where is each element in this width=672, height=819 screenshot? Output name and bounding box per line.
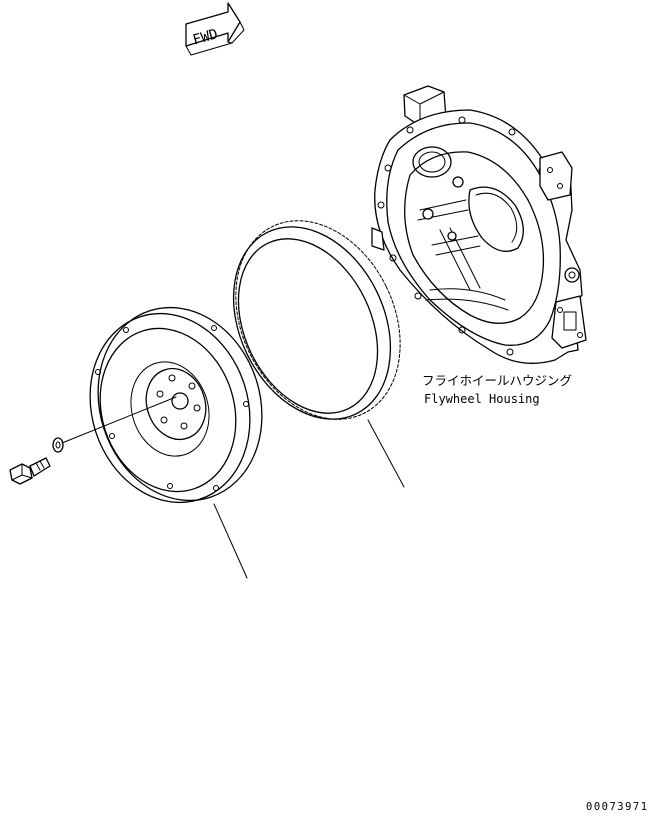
- fwd-label: FWD: [191, 26, 220, 48]
- assembly-line: [61, 396, 177, 444]
- fwd-arrow-icon: FWD: [185, 2, 245, 56]
- ring-gear: [232, 220, 401, 420]
- bolt: [9, 457, 51, 485]
- washer: [52, 437, 64, 453]
- flywheel-housing: [371, 85, 587, 364]
- housing-label-jp: フライホイールハウジング: [422, 373, 572, 388]
- housing-label-en: Flywheel Housing: [424, 392, 540, 406]
- ring-gear-leader-line: [367, 419, 405, 488]
- drawing-number: 00073971: [586, 801, 649, 813]
- flywheel-leader-line: [213, 503, 248, 579]
- flywheel: [89, 306, 263, 504]
